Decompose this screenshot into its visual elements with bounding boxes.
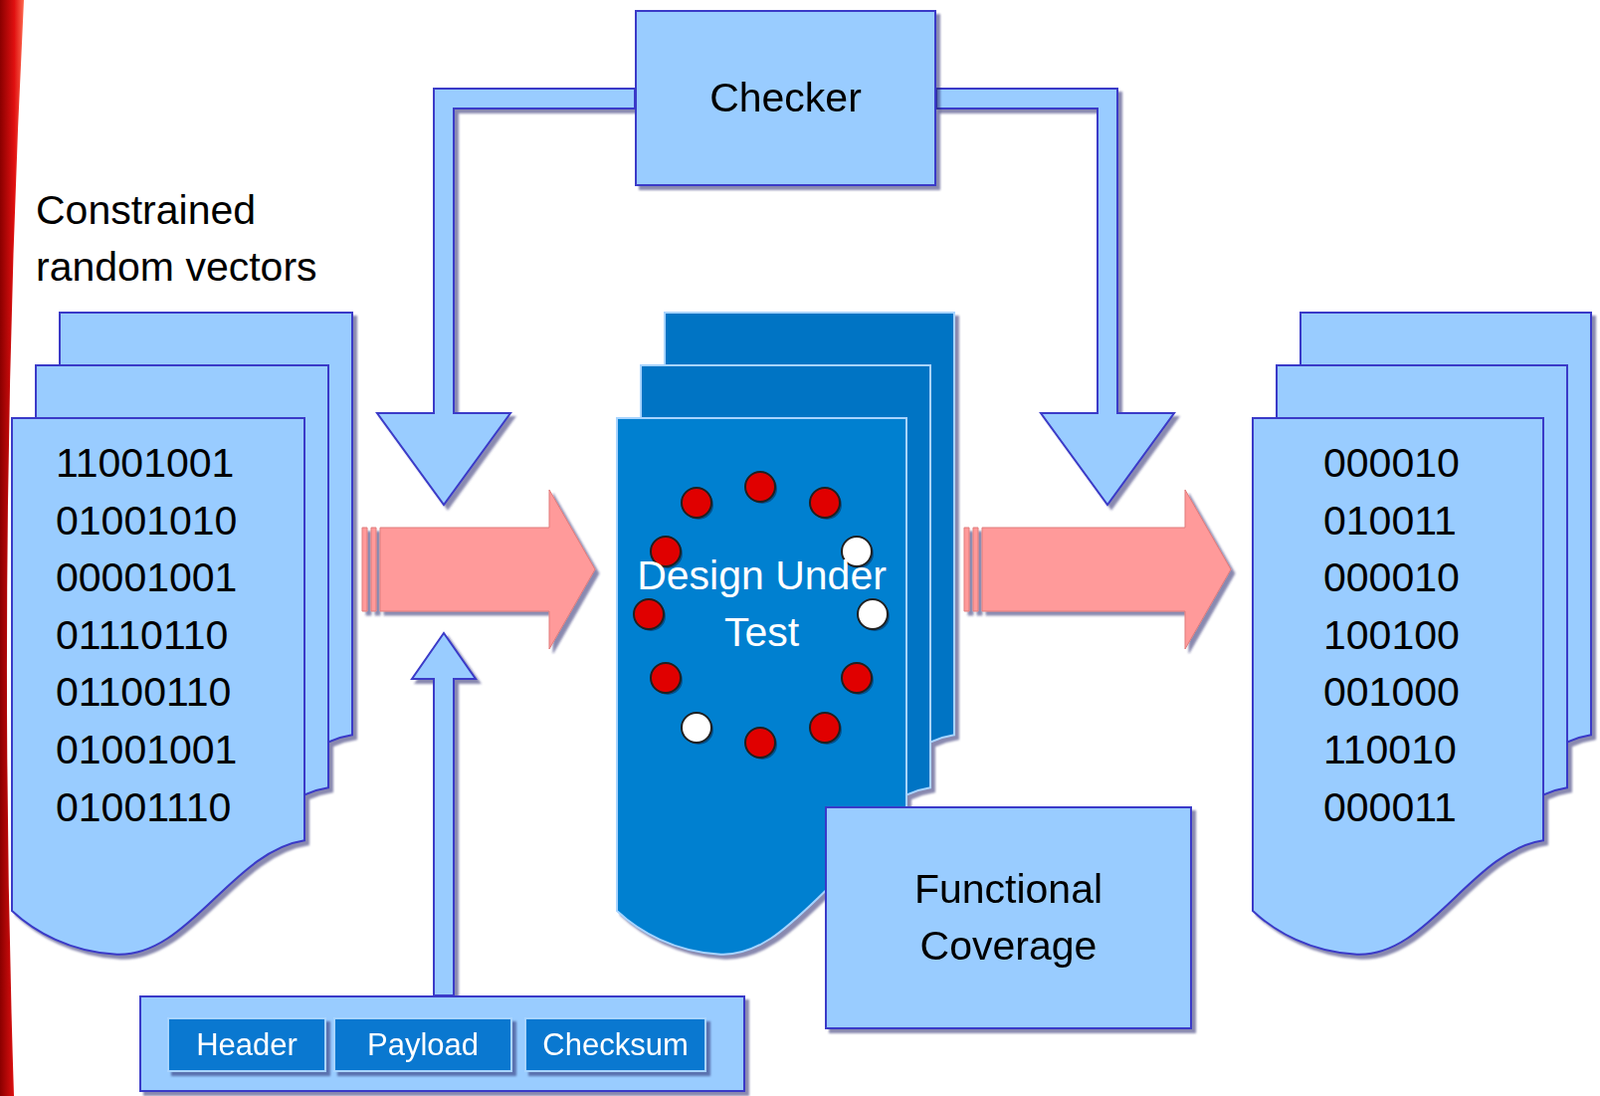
field-box: Payload xyxy=(333,1016,513,1072)
box-label: Checksum xyxy=(542,1024,688,1065)
box-label: Header xyxy=(196,1024,298,1065)
front-page xyxy=(1252,417,1544,955)
coverage-point xyxy=(745,471,776,502)
coverage-point xyxy=(841,662,872,693)
vector-document: 11001001 01001010 00001001 01110110 0110… xyxy=(11,312,353,960)
coverage-point xyxy=(857,599,888,629)
vector-list: 11001001 01001010 00001001 01110110 0110… xyxy=(55,434,255,836)
coverage-point xyxy=(650,662,681,693)
process-box: Header Payload Checksum xyxy=(139,995,746,1092)
data-flow-arrow xyxy=(362,489,596,649)
coverage-point xyxy=(809,487,840,518)
input-caption: Constrained random vectors xyxy=(35,182,395,296)
coverage-point xyxy=(681,712,712,743)
box-label: Functional Coverage xyxy=(826,860,1191,975)
coverage-point xyxy=(745,727,776,758)
coverage-point xyxy=(809,712,840,743)
checker-output-arrow xyxy=(936,88,1175,505)
box-label: Checker xyxy=(697,69,874,127)
field-box: Checksum xyxy=(524,1016,707,1072)
front-page xyxy=(11,417,305,955)
box-label: Payload xyxy=(367,1024,479,1065)
arrow-part xyxy=(964,527,970,611)
process-box: Checker xyxy=(634,9,937,187)
data-flow-arrow xyxy=(964,489,1231,649)
arrow-part xyxy=(973,527,979,611)
arrow-part xyxy=(982,489,1231,649)
vector-document: 000010 010011 000010 100100 001000 11001… xyxy=(1252,312,1592,960)
arrow-part xyxy=(371,527,377,611)
coverage-point xyxy=(633,599,664,629)
vector-list: 000010 010011 000010 100100 001000 11001… xyxy=(1323,434,1483,836)
field-box: Header xyxy=(167,1016,327,1072)
box-label: Design Under Test xyxy=(616,547,907,661)
arrow-part xyxy=(380,489,596,649)
arrow-part xyxy=(362,527,368,611)
coverage-point xyxy=(681,487,712,518)
checker-input-arrow xyxy=(377,88,635,505)
process-box: Functional Coverage xyxy=(824,805,1193,1029)
format-up-arrow xyxy=(411,632,476,996)
